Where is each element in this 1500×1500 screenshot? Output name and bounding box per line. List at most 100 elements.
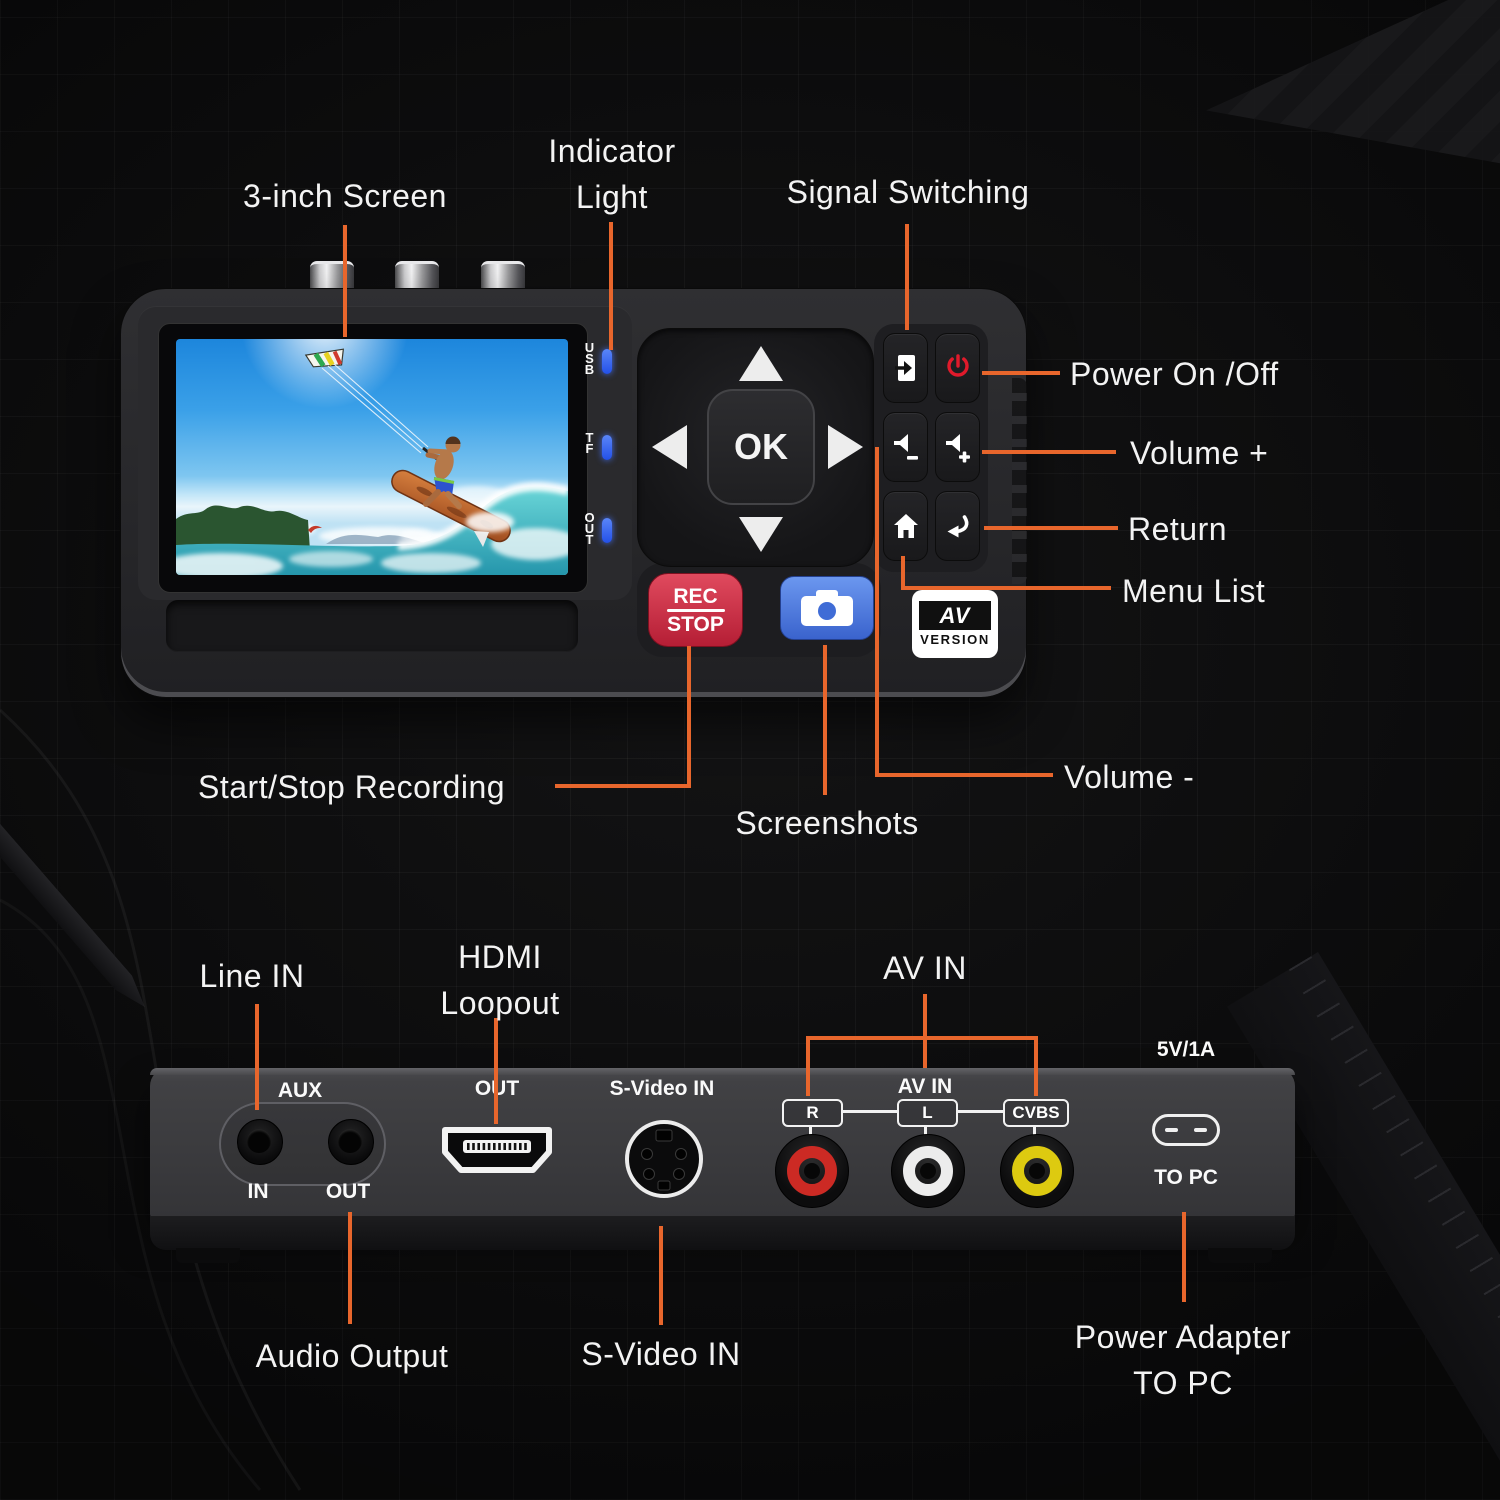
rec-divider (666, 608, 725, 612)
rca-jack-white (891, 1134, 965, 1208)
callout-line-power-adapter (1182, 1212, 1186, 1302)
device-foot-left (176, 1248, 240, 1263)
label-return: Return (1128, 511, 1228, 547)
callout-line-menu-v (901, 556, 905, 590)
power-button (935, 333, 980, 403)
tf-indicator-led (602, 435, 612, 460)
rca-l-stub (924, 1125, 927, 1136)
aux-in-label: IN (247, 1180, 269, 1203)
label-signal-switching: Signal Switching (786, 174, 1030, 210)
rec-label: REC (673, 584, 718, 608)
rca-jack-red (775, 1134, 849, 1208)
callout-line-audio-output (348, 1212, 352, 1324)
callout-line-av-in-v (923, 994, 927, 1068)
label-volume-minus: Volume - (1064, 759, 1195, 795)
rca-connector-line-2 (956, 1110, 1003, 1113)
usb-c-port (1152, 1114, 1220, 1146)
rca-jack-yellow (1000, 1134, 1074, 1208)
callout-line-rec-h (555, 784, 691, 788)
aux-label: AUX (277, 1079, 323, 1102)
kitesurfer (391, 436, 514, 547)
aux-in-jack (237, 1119, 283, 1165)
callout-line-volume-plus (982, 450, 1116, 454)
return-arrow-icon (947, 515, 968, 538)
volume-minus-button (883, 412, 928, 482)
aux-out-label: OUT (325, 1180, 371, 1203)
callout-line-av-in-left (806, 1036, 810, 1096)
callout-line-screen (343, 225, 347, 337)
label-screenshots: Screenshots (735, 805, 919, 841)
callout-line-hdmi (494, 1018, 498, 1124)
label-indicator-light: Indicator Light (548, 133, 676, 215)
rca-r-label-box: R (782, 1099, 843, 1127)
usb-indicator-label: USB (584, 340, 595, 377)
aux-out-jack (328, 1119, 374, 1165)
label-3-inch-screen: 3-inch Screen (243, 178, 447, 214)
callout-line-volume-minus-h (875, 773, 1053, 777)
label-audio-output: Audio Output (255, 1338, 449, 1374)
volume-minus-icon (893, 434, 918, 460)
left-arrow-icon (652, 425, 687, 469)
rec-stop-button: REC STOP (648, 573, 743, 647)
camera-icon (801, 590, 853, 626)
label-volume-plus: Volume + (1130, 435, 1269, 471)
av-in-panel-label: AV IN (897, 1075, 953, 1098)
volume-plus-icon (945, 434, 970, 463)
power-spec-label: 5V/1A (1156, 1038, 1216, 1061)
rca-cvbs-stub (1033, 1125, 1036, 1136)
return-button (935, 491, 980, 561)
label-line-in: Line IN (199, 958, 305, 994)
callout-line-s-video (659, 1226, 663, 1325)
power-icon (946, 354, 969, 377)
rca-r-stub (809, 1125, 812, 1136)
screenshot-button (780, 576, 874, 640)
stop-label: STOP (667, 612, 724, 636)
av-badge-bottom: VERSION (920, 632, 990, 647)
callout-line-volume-minus-v (875, 447, 879, 777)
label-menu-list: Menu List (1122, 573, 1266, 609)
label-s-video-in: S-Video IN (581, 1336, 741, 1372)
out-indicator-led (602, 518, 612, 543)
signal-switch-button (883, 333, 928, 403)
up-arrow-icon (739, 346, 783, 381)
label-av-in: AV IN (883, 950, 967, 986)
down-arrow-icon (739, 517, 783, 552)
rear-bottom-band (150, 1216, 1295, 1250)
callout-line-indicator (609, 222, 613, 350)
kitesurf-scene (176, 348, 568, 575)
menu-list-button (883, 491, 928, 561)
label-start-stop-recording: Start/Stop Recording (198, 769, 506, 805)
av-version-badge: AV VERSION (912, 590, 998, 658)
out-indicator-label: OUT (584, 510, 595, 547)
rca-cvbs-label-box: CVBS (1003, 1099, 1069, 1127)
callout-line-av-in-h (806, 1036, 1038, 1040)
set-square-decoration (1206, 0, 1500, 165)
kite (304, 348, 345, 368)
volume-plus-button (935, 412, 980, 482)
callout-line-menu-h (901, 586, 1111, 590)
device-screen-photo (176, 339, 568, 575)
ok-button: OK (707, 389, 815, 505)
home-icon (893, 514, 918, 538)
callout-line-rec-v (687, 646, 691, 788)
callout-line-screenshots (823, 645, 827, 795)
callout-line-line-in (255, 1004, 259, 1110)
usb-indicator-led (602, 349, 612, 374)
callout-line-power (982, 371, 1060, 375)
label-power-on-off: Power On /Off (1070, 356, 1279, 392)
label-power-adapter: Power Adapter TO PC (1074, 1319, 1292, 1401)
cable-decoration (0, 708, 302, 1491)
callout-line-signal (905, 224, 909, 330)
rca-l-label-box: L (897, 1099, 958, 1127)
s-video-in-label: S-Video IN (609, 1077, 715, 1100)
side-grip-ridges (1012, 378, 1027, 584)
front-vent-slot (166, 600, 578, 652)
callout-line-av-in-right (1034, 1036, 1038, 1096)
right-arrow-icon (828, 425, 863, 469)
av-badge-top: AV (919, 601, 991, 630)
label-hdmi-loopout: HDMI Loopout (440, 939, 560, 1021)
signal-switch-icon (894, 355, 915, 381)
device-foot-right (1208, 1248, 1272, 1263)
callout-line-return (984, 526, 1118, 530)
